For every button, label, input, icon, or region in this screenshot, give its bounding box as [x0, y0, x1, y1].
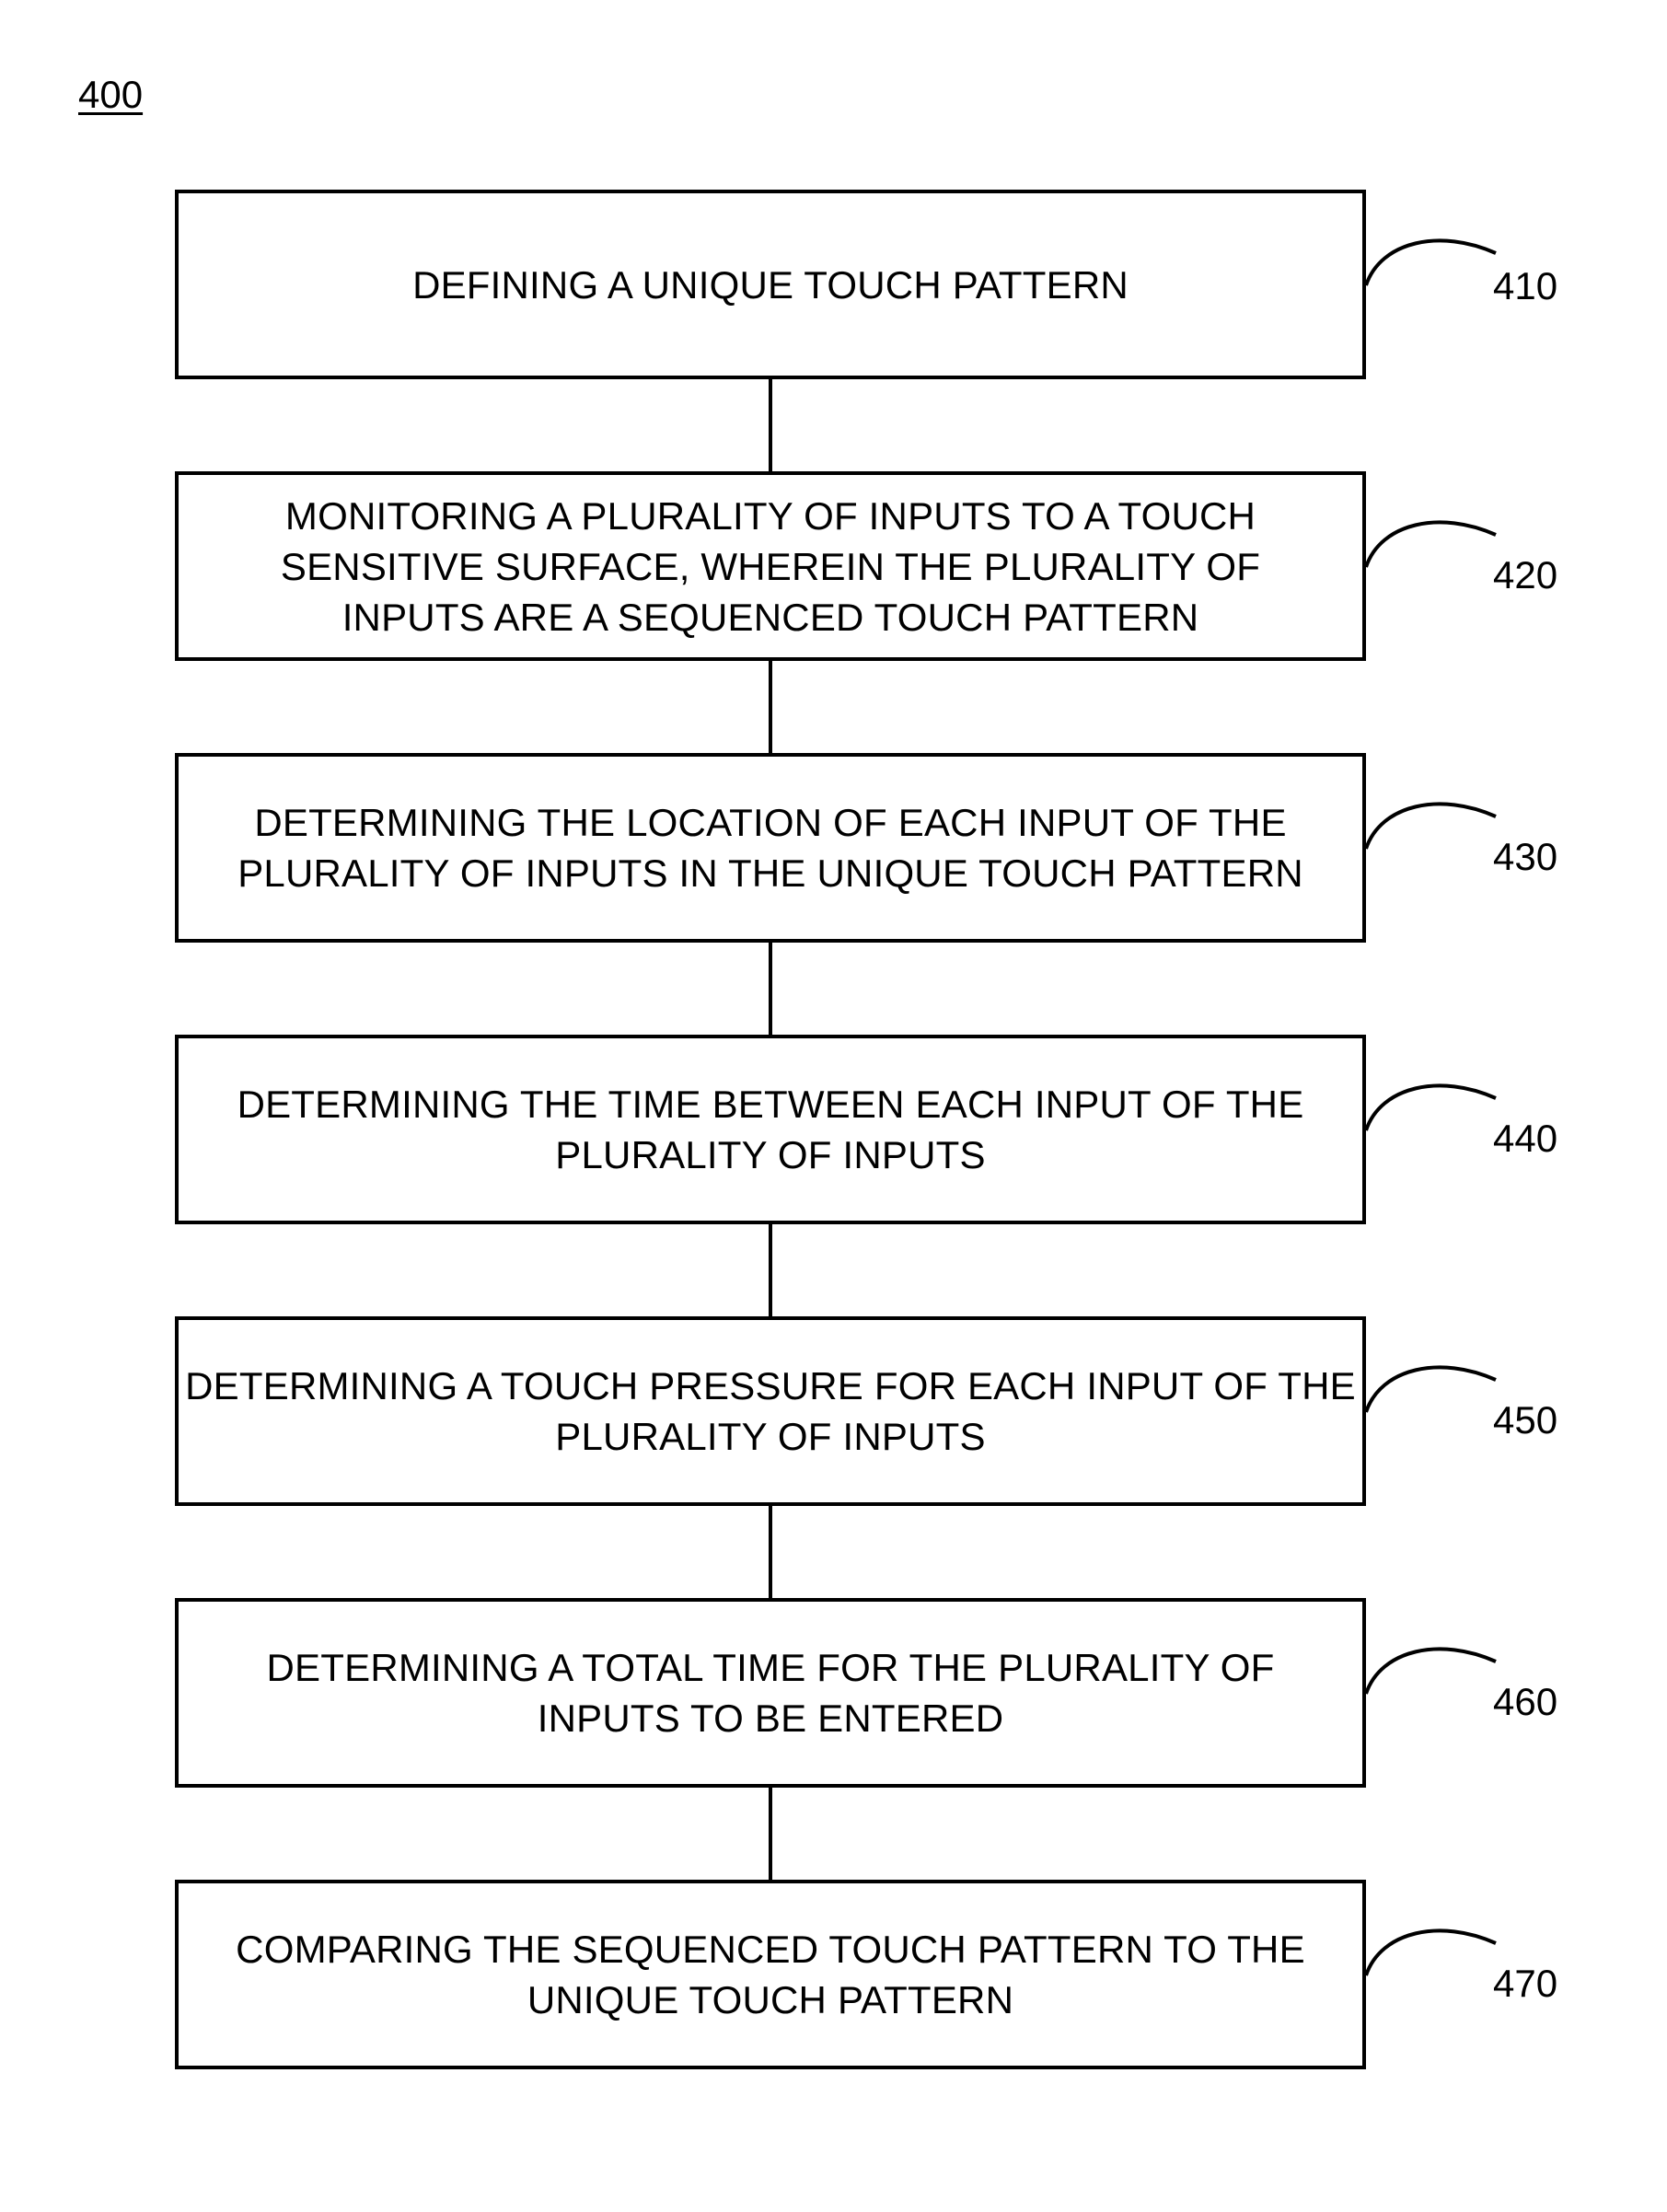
step-text-410: DEFINING A UNIQUE TOUCH PATTERN	[405, 260, 1136, 310]
step-text-430: DETERMINING THE LOCATION OF EACH INPUT O…	[179, 797, 1362, 898]
step-box-460: DETERMINING A TOTAL TIME FOR THE PLURALI…	[175, 1598, 1366, 1788]
leader-line-460	[1366, 1649, 1496, 1694]
step-text-440: DETERMINING THE TIME BETWEEN EACH INPUT …	[179, 1079, 1362, 1180]
step-box-470: COMPARING THE SEQUENCED TOUCH PATTERN TO…	[175, 1880, 1366, 2069]
step-box-450: DETERMINING A TOUCH PRESSURE FOR EACH IN…	[175, 1316, 1366, 1506]
step-box-410: DEFINING A UNIQUE TOUCH PATTERN	[175, 190, 1366, 379]
leader-line-420	[1366, 522, 1496, 567]
leader-line-410	[1366, 240, 1496, 285]
ref-number-430: 430	[1493, 838, 1557, 876]
step-text-460: DETERMINING A TOTAL TIME FOR THE PLURALI…	[179, 1642, 1362, 1743]
step-text-450: DETERMINING A TOUCH PRESSURE FOR EACH IN…	[179, 1361, 1362, 1462]
ref-number-410: 410	[1493, 267, 1557, 306]
step-box-430: DETERMINING THE LOCATION OF EACH INPUT O…	[175, 753, 1366, 943]
step-box-420: MONITORING A PLURALITY OF INPUTS TO A TO…	[175, 471, 1366, 661]
ref-number-450: 450	[1493, 1401, 1557, 1440]
ref-number-420: 420	[1493, 556, 1557, 595]
ref-number-460: 460	[1493, 1683, 1557, 1721]
ref-number-470: 470	[1493, 1964, 1557, 2003]
step-text-470: COMPARING THE SEQUENCED TOUCH PATTERN TO…	[179, 1924, 1362, 2025]
step-text-420: MONITORING A PLURALITY OF INPUTS TO A TO…	[179, 491, 1362, 643]
leader-line-430	[1366, 804, 1496, 849]
leader-line-440	[1366, 1085, 1496, 1130]
leader-line-470	[1366, 1930, 1496, 1975]
leader-line-450	[1366, 1367, 1496, 1412]
ref-number-440: 440	[1493, 1119, 1557, 1158]
step-box-440: DETERMINING THE TIME BETWEEN EACH INPUT …	[175, 1035, 1366, 1224]
